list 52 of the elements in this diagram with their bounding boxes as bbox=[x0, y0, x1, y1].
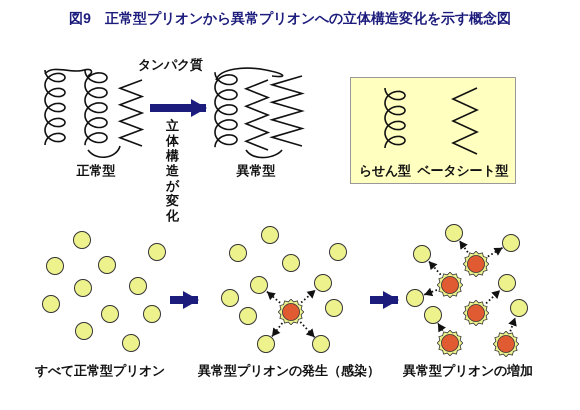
edge-label: 立体構造が変化 bbox=[166, 118, 180, 223]
normal-prion-circle bbox=[260, 226, 279, 244]
normal-prion-circle bbox=[312, 335, 330, 354]
normal-prion-circle bbox=[256, 335, 275, 354]
caption-text: すべて正常型プリオン bbox=[34, 362, 166, 380]
dotted-arrow bbox=[300, 289, 316, 304]
normal-prion-circle bbox=[250, 276, 268, 294]
normal-prion-circle bbox=[46, 256, 64, 275]
normal-prion-circle bbox=[239, 306, 258, 325]
normal-prion-circle bbox=[75, 322, 94, 340]
normal-prion-circle bbox=[510, 299, 528, 318]
dotted-arrow bbox=[428, 260, 442, 276]
dotted-arrow bbox=[437, 322, 446, 332]
legend-label: ベータシート型 bbox=[418, 162, 508, 180]
dotted-arrow bbox=[485, 290, 501, 304]
dotted-arrow bbox=[271, 322, 284, 338]
block-arrow bbox=[150, 99, 207, 117]
normal-prion-circle bbox=[329, 242, 348, 261]
normal-prion-circle bbox=[122, 334, 140, 352]
normal-prion-circle bbox=[314, 274, 332, 292]
dotted-arrow bbox=[300, 321, 316, 338]
title: 図9 正常型プリオンから異常プリオンへの立体構造変化を示す概念図 bbox=[68, 10, 512, 28]
normal-prion-circle bbox=[406, 289, 424, 308]
normal-prion-circle bbox=[74, 278, 92, 297]
normal-prion-circle bbox=[73, 231, 92, 249]
dotted-arrow bbox=[508, 317, 517, 332]
block-arrow bbox=[170, 291, 199, 309]
normal-prion-circle bbox=[424, 306, 442, 324]
normal-prion-circle bbox=[42, 295, 60, 314]
normal-prion-circle bbox=[498, 274, 516, 292]
normal-prion-circle bbox=[444, 224, 463, 242]
dotted-arrow bbox=[424, 288, 438, 296]
normal-prion-circle bbox=[221, 288, 240, 307]
caption-text: 異常型プリオンの発生（感染） bbox=[198, 362, 370, 380]
normal-prion-circle bbox=[502, 234, 520, 252]
normal-prion-circle bbox=[229, 244, 248, 262]
dotted-arrow bbox=[458, 240, 469, 253]
normal-prion-circle bbox=[128, 276, 147, 295]
normal-prion-circle bbox=[282, 254, 300, 272]
normal-prion-circle bbox=[325, 299, 344, 318]
normal-prion-circle bbox=[101, 304, 119, 323]
normal-prion-circle bbox=[142, 305, 161, 324]
caption-text: 異常型 bbox=[236, 162, 276, 180]
normal-prion-circle bbox=[413, 244, 432, 263]
dotted-arrow bbox=[266, 290, 281, 304]
normal-prion-circle bbox=[98, 256, 116, 274]
heading-label: タンパク質 bbox=[138, 56, 203, 74]
legend-label: らせん型 bbox=[359, 162, 411, 180]
dotted-arrow bbox=[487, 246, 503, 258]
caption-text: 異常型プリオンの増加 bbox=[402, 362, 534, 380]
caption-text: 正常型 bbox=[76, 162, 116, 180]
normal-prion-circle bbox=[148, 242, 166, 261]
